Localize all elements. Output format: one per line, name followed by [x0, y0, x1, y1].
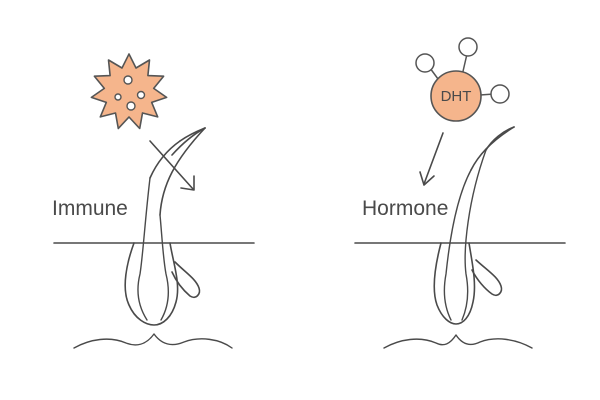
- dht-label: DHT: [441, 88, 472, 105]
- virus-icon: [90, 53, 168, 130]
- dht-molecule-icon: DHT: [415, 37, 510, 122]
- immune-panel: [53, 53, 255, 349]
- inner-root-sheath: [137, 177, 151, 321]
- arrow-icon: [419, 132, 444, 186]
- hair-root-inner: [461, 149, 487, 321]
- immune-label: Immune: [52, 197, 128, 220]
- hormone-label: Hormone: [362, 197, 449, 220]
- hair-root-inner: [159, 214, 169, 321]
- hair-shaft-front: [171, 127, 206, 156]
- arrow-icon: [149, 140, 195, 191]
- hair-shaft-back: [485, 126, 515, 151]
- hair-follicle-icon: [433, 242, 476, 325]
- hair-shaft: [149, 140, 181, 179]
- dermis-wave: [73, 333, 233, 349]
- hair-follicle-icon: [124, 242, 179, 326]
- hair-shaft-back: [159, 127, 206, 216]
- sebaceous-gland: [171, 261, 201, 299]
- dermis-wave: [383, 334, 533, 349]
- sebaceous-gland: [471, 259, 503, 297]
- hair-shaft: [470, 126, 515, 171]
- hormone-panel: DHT: [354, 37, 566, 349]
- inner-root-sheath: [443, 169, 472, 321]
